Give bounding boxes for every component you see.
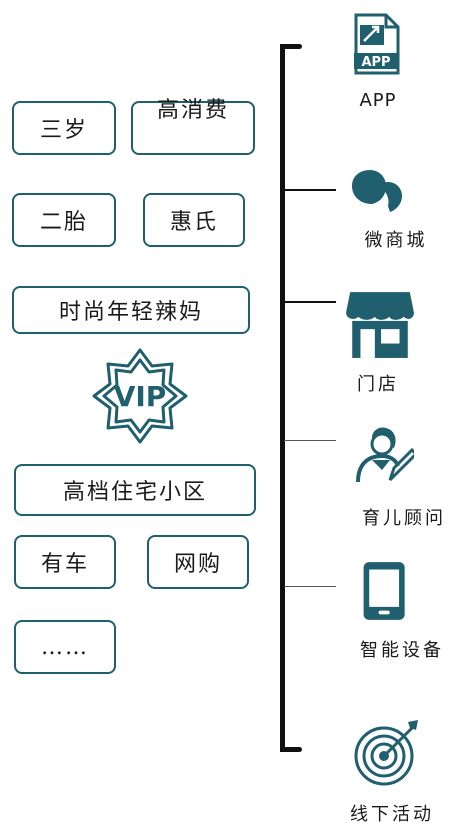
- target-icon: [354, 720, 418, 786]
- tag-label: 二胎: [39, 210, 88, 235]
- bracket-spine: [280, 44, 285, 752]
- app-icon-text: APP: [361, 55, 390, 70]
- channel-label-app: APP: [359, 90, 397, 111]
- tag-label: 三岁: [39, 118, 88, 143]
- vip-label: VIP: [114, 380, 167, 413]
- tag-label: 高消费: [156, 98, 229, 123]
- connector-store: [284, 301, 336, 303]
- tag-label: 惠氏: [169, 210, 218, 235]
- tag-three-years-old: 三岁: [12, 101, 116, 155]
- connector-wechat-mall: [284, 189, 336, 191]
- channel-label-wechat-mall: 微商城: [364, 230, 428, 251]
- tag-label: 网购: [173, 552, 222, 577]
- tag-high-consumption: 高消费: [131, 98, 255, 155]
- app-file-icon: APP: [354, 13, 400, 75]
- tag-upscale-residential-area: 高档住宅小区: [14, 464, 256, 516]
- consultant-icon: [356, 427, 414, 483]
- tag-label: 时尚年轻辣妈: [58, 300, 203, 325]
- tag-label: 有车: [40, 552, 89, 577]
- channel-label-parenting-consultant: 育儿顾问: [362, 508, 446, 529]
- channel-label-offline-events: 线下活动: [350, 804, 434, 825]
- connector-smart-device: [284, 586, 336, 587]
- tag-label: ……: [41, 634, 89, 660]
- chat-bubbles-icon: [352, 170, 402, 218]
- tag-label: 高档住宅小区: [62, 480, 207, 505]
- tag-trendy-young-mom: 时尚年轻辣妈: [12, 286, 250, 334]
- connector-consultant: [284, 440, 336, 441]
- tag-online-shopping: 网购: [147, 535, 249, 589]
- vip-badge-icon: VIP: [92, 348, 188, 444]
- tag-second-child: 二胎: [12, 193, 116, 247]
- tag-more: ……: [14, 620, 116, 674]
- tablet-icon: [363, 562, 405, 620]
- tag-wyeth: 惠氏: [143, 193, 245, 247]
- tag-owns-car: 有车: [14, 535, 116, 589]
- channel-label-smart-device: 智能设备: [360, 640, 444, 661]
- bracket-bottom-cap: [280, 747, 302, 752]
- storefront-icon: [346, 292, 414, 358]
- channel-label-store: 门店: [357, 374, 399, 395]
- bracket-top-cap: [280, 44, 302, 49]
